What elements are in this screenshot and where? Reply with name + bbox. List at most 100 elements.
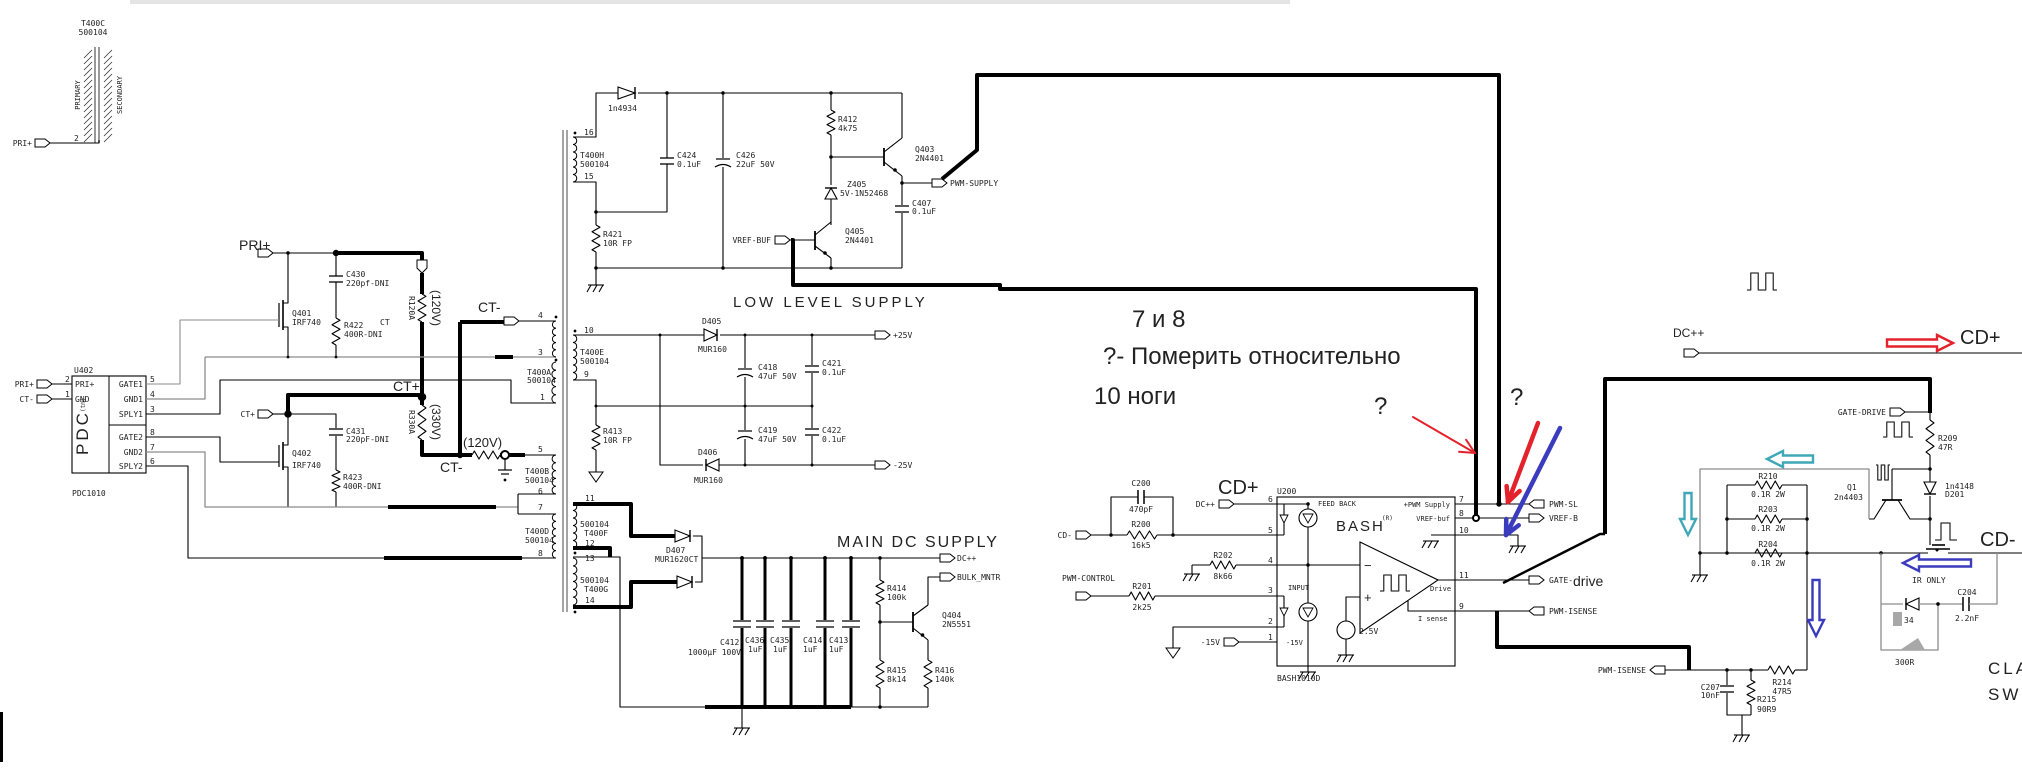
blue-arrow-icon bbox=[1503, 425, 1563, 538]
ground-hatch bbox=[598, 284, 604, 293]
junction-dot bbox=[1749, 668, 1753, 672]
junction-dot bbox=[739, 555, 745, 561]
arrow-head bbox=[1458, 450, 1476, 454]
label-u402-part: PDC1010 bbox=[72, 489, 106, 498]
junction-dot bbox=[721, 91, 725, 95]
label-notes-line2: ?- Померить относительно bbox=[1103, 343, 1401, 370]
net-connector-port bbox=[416, 259, 428, 274]
ground-hatch bbox=[1514, 545, 1520, 554]
label-parts-c418-value: 47uF 50V bbox=[758, 372, 797, 381]
label-parts-c413-value: 1uF bbox=[829, 645, 844, 654]
vref-buf-port bbox=[774, 235, 791, 245]
highlighted-wire bbox=[940, 73, 1501, 503]
primary-hatch bbox=[83, 79, 93, 89]
label-parts-r422-ref: R422 bbox=[344, 321, 363, 330]
resistor-r421 bbox=[591, 224, 601, 253]
primary-hatch bbox=[83, 55, 93, 65]
label-t400c-pin: 2 bbox=[74, 134, 79, 143]
junction-dot bbox=[573, 610, 577, 614]
junction-dot bbox=[829, 91, 833, 95]
diode-icon bbox=[1302, 607, 1314, 618]
square-wave-icon bbox=[1747, 272, 1777, 291]
secondary-hatch bbox=[103, 85, 113, 95]
capacitor-c207 bbox=[1720, 685, 1734, 693]
label-nets-minus25: -25V bbox=[893, 461, 912, 470]
capacitor-plate-curved bbox=[736, 373, 754, 378]
capacitor-plate-curved bbox=[736, 435, 754, 440]
label-u402-right-pins-1-name: GND1 bbox=[124, 395, 143, 404]
dc-plus-plus-right-port bbox=[1683, 348, 1700, 358]
transistor-emitter-arrow bbox=[823, 251, 827, 255]
label-transformer-pins-13: 13 bbox=[585, 554, 595, 563]
junction-dot bbox=[810, 333, 814, 337]
capacitor-bulk bbox=[816, 620, 834, 628]
diode-icon bbox=[1302, 513, 1314, 524]
secondary-hatch bbox=[103, 109, 113, 119]
capacitor-bulk bbox=[842, 620, 860, 628]
label-hand-labels-cd-plus-bash: CD+ bbox=[1218, 477, 1259, 499]
label-u200-reg: (R) bbox=[1382, 515, 1393, 522]
primary-hatch bbox=[83, 127, 93, 137]
resistor-r330a bbox=[417, 404, 427, 441]
secondary-hatch bbox=[103, 67, 113, 77]
square-wave-icon bbox=[1380, 574, 1410, 592]
resistor-r423 bbox=[331, 469, 341, 493]
junction-dot bbox=[573, 131, 577, 135]
transistor-q403 bbox=[883, 137, 903, 177]
label-parts-d407-ref: D407 bbox=[666, 546, 685, 555]
label-parts-t400b-ref: T400B bbox=[525, 467, 549, 476]
secondary-hatch bbox=[103, 133, 113, 143]
junction-dot bbox=[334, 355, 338, 359]
label-t400c-ref: T400C bbox=[81, 19, 105, 28]
label-parts-r413-ref: R413 bbox=[603, 427, 622, 436]
label-u200-input: INPUT bbox=[1288, 584, 1310, 592]
primary-hatch bbox=[83, 49, 93, 59]
wire bbox=[1905, 411, 1931, 420]
label-parts-c424-value: 0.1uF bbox=[677, 160, 701, 169]
junction-dot bbox=[878, 705, 882, 709]
junction-dot bbox=[500, 450, 510, 460]
label-parts-z405-value: 5V-1N52468 bbox=[840, 189, 888, 198]
label-parts-r422-value: 400R-DNI bbox=[344, 330, 383, 339]
label-u402-left-pins-0-num: 2 bbox=[65, 375, 70, 384]
square-wave-icon bbox=[1876, 464, 1890, 481]
label-nets-bulk-mntr: BULK_MNTR bbox=[957, 573, 1001, 582]
transistor-q404 bbox=[912, 604, 929, 641]
ground-hatch bbox=[1702, 574, 1708, 583]
label-parts-c412-ref: C412 bbox=[720, 638, 739, 647]
secondary-hatch bbox=[103, 127, 113, 137]
ground-icon bbox=[1298, 671, 1316, 680]
label-u200-name: BASH bbox=[1336, 518, 1385, 535]
transformer-winding bbox=[572, 136, 578, 183]
label-parts-r412-value: 4k75 bbox=[838, 124, 857, 133]
label-transformer-pins-11: 11 bbox=[585, 494, 595, 503]
label-parts-r202-value: 8k66 bbox=[1213, 572, 1232, 581]
label-u200-pins-p7: 7 bbox=[1459, 495, 1464, 504]
primary-hatch bbox=[83, 103, 93, 113]
diode-d405 bbox=[703, 328, 719, 342]
label-parts-r214-ref: R214 bbox=[1772, 678, 1791, 687]
arrow-shaft bbox=[1505, 420, 1541, 505]
primary-hatch bbox=[83, 67, 93, 77]
label-u402-left-pins-0-net: PRI+ bbox=[15, 380, 34, 389]
label-parts-c430-ref: C430 bbox=[346, 270, 365, 279]
label-parts-c414-value: 1uF bbox=[803, 645, 818, 654]
bulk-mntr-port bbox=[939, 572, 956, 582]
label-parts-d406-ref: D406 bbox=[698, 448, 717, 457]
label-t400c-net: PRI+ bbox=[13, 139, 32, 148]
ground-hatch bbox=[592, 284, 598, 293]
label-parts-r120a-ref: R120A bbox=[407, 296, 416, 320]
pwm-sl-port bbox=[1528, 499, 1545, 509]
label-parts-r202-ref: R202 bbox=[1213, 551, 1232, 560]
label-parts-clamp-diode-value: 34 bbox=[1904, 616, 1914, 625]
primary-hatch bbox=[83, 121, 93, 131]
label-notes-line3: 10 ноги bbox=[1094, 383, 1176, 410]
junction-dot bbox=[1109, 533, 1113, 537]
label-parts-c412-value: 1000µF 100V bbox=[688, 648, 741, 657]
junction-dot bbox=[1472, 514, 1480, 522]
label-parts-r416-ref: R416 bbox=[935, 666, 954, 675]
resistor-r413 bbox=[591, 424, 601, 451]
secondary-hatch bbox=[103, 121, 113, 131]
label-parts-t400d-value: 500104 bbox=[525, 536, 554, 545]
